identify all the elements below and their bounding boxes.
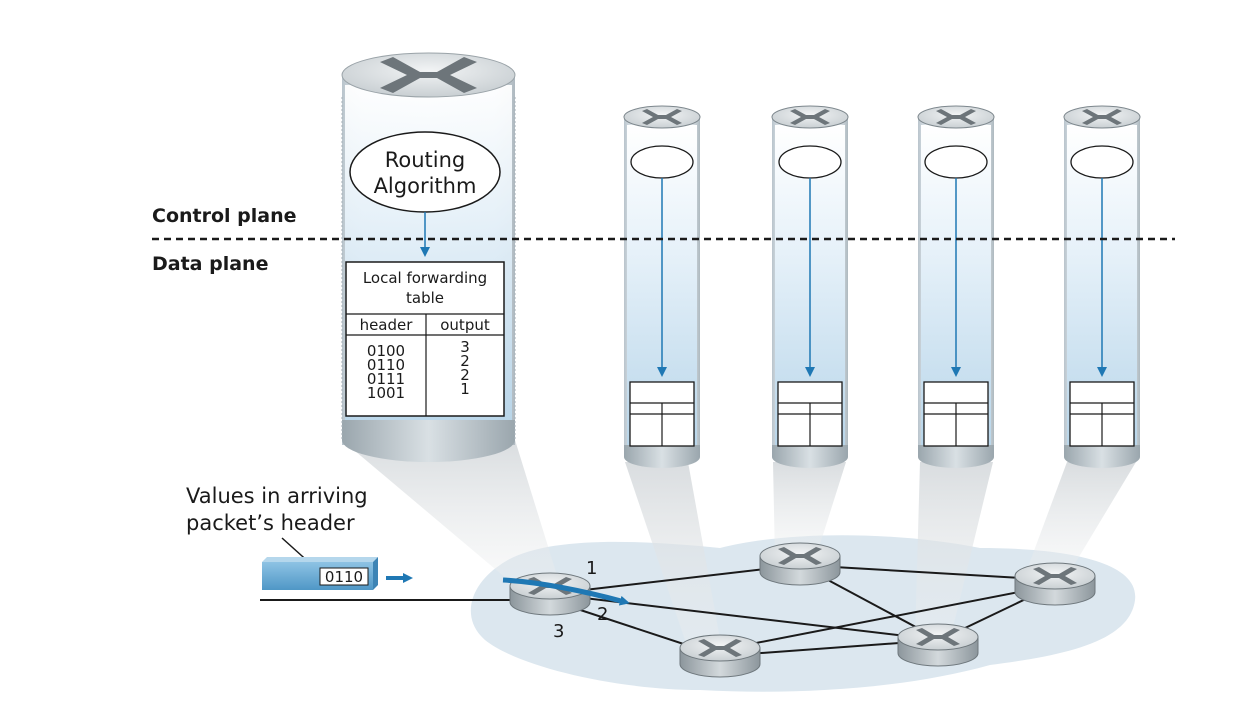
- packet-caption-line2: packet’s header: [186, 511, 355, 535]
- routing-process-node: [630, 145, 694, 179]
- routing-process-node: [1070, 145, 1134, 179]
- forwarding-table-col-output: output: [440, 316, 490, 334]
- table-cell-header: 1001: [367, 384, 405, 402]
- table-cell-header: 0110: [367, 356, 405, 374]
- router-internals-small-4: [1063, 105, 1141, 468]
- router-internals-small-1: [623, 105, 701, 468]
- data-plane-label: Data plane: [152, 253, 268, 275]
- router-internals-small-2: [771, 105, 849, 468]
- table-cell-output: 1: [460, 380, 470, 398]
- projection-beams: [342, 440, 1136, 655]
- router-bottom-right[interactable]: [897, 623, 979, 667]
- router-right[interactable]: [1014, 562, 1096, 606]
- port-label-2: 2: [597, 604, 608, 625]
- port-label-1: 1: [586, 558, 597, 579]
- control-plane-label: Control plane: [152, 205, 297, 227]
- packet: [262, 557, 378, 590]
- forwarding-table-rows: 0100 3 0110 2 0111 2 1001 1: [367, 338, 470, 402]
- router-top[interactable]: [759, 542, 841, 586]
- table-cell-output: 2: [460, 366, 470, 384]
- table-cell-header: 0111: [367, 370, 405, 388]
- forwarding-table-title-line2: table: [406, 289, 444, 307]
- routing-algorithm-line2: Algorithm: [374, 174, 477, 198]
- packet-caption-line1: Values in arriving: [186, 484, 368, 508]
- routing-process-node: [778, 145, 842, 179]
- forwarding-table-title-line1: Local forwarding: [363, 269, 487, 287]
- table-cell-output: 3: [460, 338, 470, 356]
- routing-algorithm-node: [349, 131, 501, 213]
- port-label-3: 3: [553, 621, 564, 642]
- forwarding-table-col-header: header: [360, 316, 414, 334]
- packet-header-value: 0110: [325, 568, 363, 586]
- table-cell-output: 2: [460, 352, 470, 370]
- table-cell-header: 0100: [367, 342, 405, 360]
- forwarding-table: [345, 261, 505, 417]
- router-internals-small-3: [917, 105, 995, 468]
- packet-path-arrow: [502, 577, 630, 606]
- other-router-internals: [623, 105, 1141, 468]
- routing-process-node: [924, 145, 988, 179]
- routing-algorithm-line1: Routing: [385, 148, 466, 172]
- router-bottom-left[interactable]: [679, 634, 761, 678]
